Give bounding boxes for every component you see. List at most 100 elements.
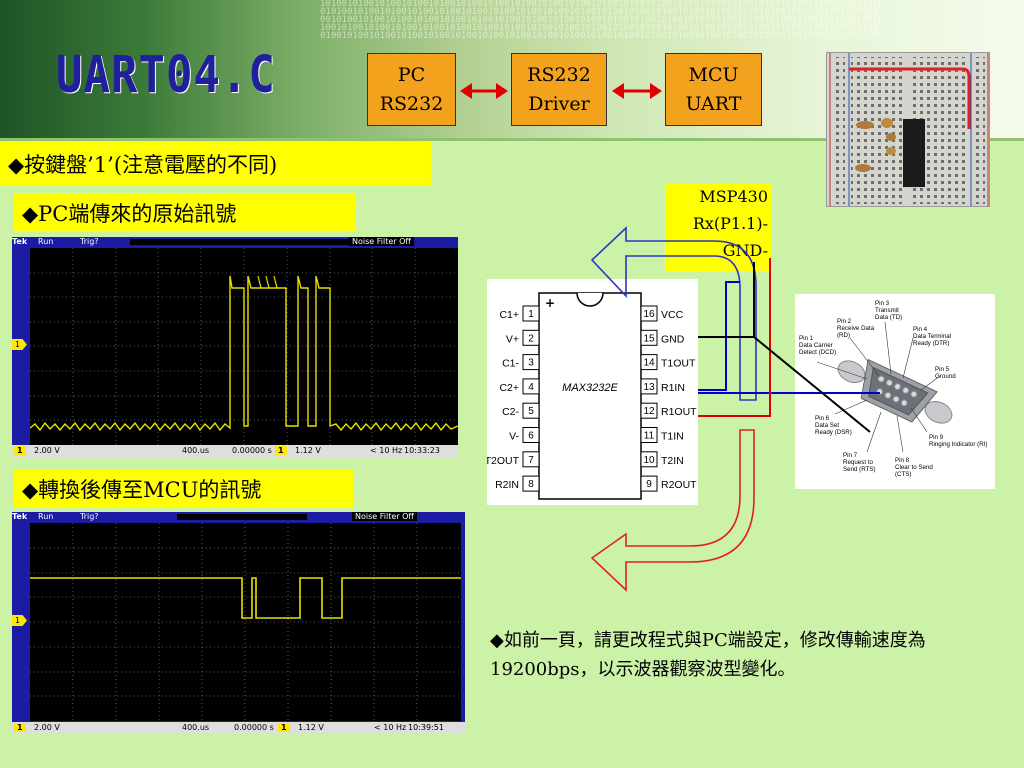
- max3232-chip: + MAX3232E 1C1+2V+3C1-4C2+5C2-6V-7T2OUT8…: [485, 292, 697, 500]
- chip-pin-box: [522, 451, 540, 468]
- flow-arrow-right: [612, 83, 662, 99]
- chip-pin-label: R1IN: [661, 382, 685, 394]
- chip-pin-box: [640, 329, 658, 346]
- section-label: ◆按鍵盤’1’(注意電壓的不同): [0, 142, 431, 186]
- scope1-freq: < 10 Hz: [370, 446, 403, 455]
- db9-pin4-b: Data Terminal: [913, 333, 951, 340]
- chip-pin-box: [522, 475, 540, 492]
- db9-pin3-c: Data (TD): [875, 314, 902, 321]
- scope1-time: 10:33:23: [404, 446, 440, 455]
- chip-pin-label: VCC: [661, 309, 684, 321]
- chip-pin-box: [640, 305, 658, 322]
- scope1-trig-ch: 1: [275, 446, 287, 455]
- oscilloscope-2: Tek Run Trig? Noise Filter Off 1 1 2.00 …: [12, 512, 465, 734]
- flow-box-driver: RS232 Driver: [511, 53, 607, 126]
- wire-gnd: [698, 336, 871, 433]
- chip-pin-number: 9: [646, 479, 652, 490]
- flow-box-mcu: MCU UART: [665, 53, 762, 126]
- scope2-trace: [30, 523, 461, 721]
- msp430-line3: GND-: [722, 241, 768, 260]
- chip-pin-label: C1+: [499, 309, 519, 321]
- chip-pin-number: 12: [643, 406, 655, 417]
- db9-pin2-b: Receive Data: [837, 325, 875, 332]
- scope2-freq: < 10 Hz: [374, 723, 407, 732]
- msp430-line1: MSP430: [699, 187, 768, 206]
- msp430-line2: Rx(P1.1)-: [692, 214, 768, 233]
- scope1-topbar: Tek Run Trig? Noise Filter Off: [12, 237, 458, 248]
- svg-text:+: +: [545, 296, 555, 310]
- scope2-label: ◆轉換後傳至MCU的訊號: [14, 470, 353, 508]
- chip-pin-number: 8: [528, 479, 534, 490]
- chip-pin-label: T2IN: [661, 455, 684, 467]
- instruction-note: ◆如前一頁，請更改程式與PC端設定，修改傳輸速度為19200bps，以示波器觀察…: [490, 630, 926, 680]
- chip-pin-number: 15: [643, 333, 655, 344]
- db9-pin1-a: Pin 1: [799, 335, 814, 342]
- db9-pin8-a: Pin 8: [895, 457, 910, 464]
- db9-pin4-a: Pin 4: [913, 326, 928, 333]
- scope1-noise-filter: Noise Filter Off: [349, 237, 414, 246]
- scope1-volts: 2.00 V: [34, 446, 60, 455]
- scope2-brand: Tek: [12, 512, 28, 521]
- chip-name: MAX3232E: [562, 382, 618, 394]
- db9-pin7-a: Pin 7: [843, 452, 858, 459]
- db9-pin7-c: Send (RTS): [843, 466, 876, 473]
- scope1-trig: Trig?: [80, 237, 99, 246]
- chip-pin-number: 3: [528, 358, 534, 369]
- chip-pin-label: C2+: [499, 382, 519, 394]
- db9-pin4-c: Ready (DTR): [913, 340, 949, 347]
- chip-pin-number: 13: [643, 382, 655, 393]
- scope1-statusbar: 1 2.00 V 400.us 0.00000 s 1 1.12 V < 10 …: [12, 445, 458, 457]
- chip-pin-number: 2: [528, 333, 534, 344]
- chip-pin-label: T2OUT: [487, 455, 520, 467]
- scope2-time: 10:39:51: [408, 723, 444, 732]
- scope1-offset: 0.00000 s: [232, 446, 272, 455]
- chip-pin-box: [640, 451, 658, 468]
- db9-pin8-b: Clear to Send: [895, 464, 933, 471]
- chip-pin-number: 1: [528, 309, 534, 320]
- scope2-screen: [30, 523, 461, 721]
- chip-pin-label: GND: [661, 333, 685, 345]
- chip-pin-label: T1IN: [661, 431, 684, 443]
- scope2-trig-ch: 1: [278, 723, 290, 732]
- db9-pin1-b: Data Carrier: [799, 342, 833, 349]
- scope2-status: Run: [38, 512, 54, 521]
- scope2-statusbar: 1 2.00 V 400.us 0.00000 s 1 1.12 V < 10 …: [12, 722, 465, 734]
- scope1-label: ◆PC端傳來的原始訊號: [14, 193, 355, 232]
- scope2-record-bar: [177, 514, 307, 520]
- scope2-noise-filter: Noise Filter Off: [352, 512, 417, 521]
- msp430-label: MSP430 Rx(P1.1)- GND-: [665, 183, 771, 272]
- chip-pin-number: 14: [643, 358, 655, 369]
- scope1-record-bar: [130, 239, 360, 245]
- chip-pin-label: C1-: [502, 358, 519, 370]
- flow-arrow-left: [460, 83, 508, 99]
- db9-pin7-b: Request to: [843, 459, 873, 466]
- chip-pin-number: 5: [528, 406, 534, 417]
- chip-pin-box: [640, 427, 658, 443]
- breadboard-illustration: [827, 53, 989, 206]
- hollow-arrow-down: [590, 429, 755, 592]
- scope1-timebase: 400.us: [182, 446, 210, 455]
- chip-pin-box: [640, 475, 658, 492]
- chip-pin-label: R2IN: [495, 479, 519, 491]
- db9-pin6-c: Ready (DSR): [815, 429, 852, 436]
- chip-pin-box: [640, 354, 658, 371]
- chip-pin-box: [522, 305, 540, 322]
- chip-pin-box: [522, 329, 540, 346]
- scope1-screen: [29, 248, 458, 445]
- db9-pin9-a: Pin 9: [929, 434, 944, 441]
- chip-pin-label: V+: [506, 333, 519, 345]
- chip-pin-box: [640, 378, 658, 395]
- header-binary-pattern: 1010010100101001010010100101001010010100…: [320, 0, 880, 40]
- breadboard-photo: [826, 52, 990, 207]
- hollow-arrow-up: [590, 226, 757, 401]
- scope2-volts: 2.00 V: [34, 723, 60, 732]
- db9-pin9-b: Ringing Indicator (RI): [929, 441, 987, 448]
- scope2-trig-level: 1.12 V: [298, 723, 324, 732]
- scope1-status: Run: [38, 237, 54, 246]
- db9-diagram: Pin 1 Data Carrier Detect (DCD) Pin 2 Re…: [795, 294, 995, 489]
- oscilloscope-1: Tek Run Trig? Noise Filter Off 1 1 2.00 …: [12, 237, 458, 457]
- db9-pin6-a: Pin 6: [815, 415, 830, 422]
- scope1-ch-tag: 1: [14, 446, 26, 455]
- db9-pin1-c: Detect (DCD): [799, 349, 836, 356]
- wire-r1out: [698, 258, 771, 417]
